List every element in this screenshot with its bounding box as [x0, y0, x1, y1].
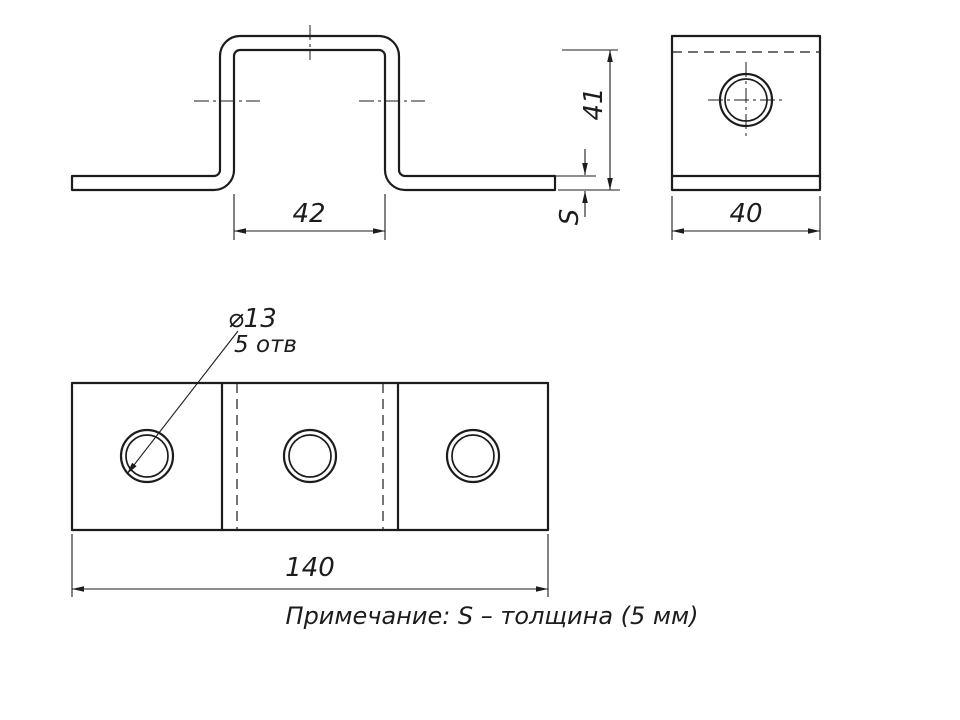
dimension-value: 42: [292, 199, 325, 229]
hole-outer-circle: [282, 428, 338, 484]
plan-view-outline: [70, 381, 550, 532]
hat-profile-outline: [70, 34, 557, 192]
dimension-thickness: S: [555, 149, 596, 225]
leader-line: [126, 330, 239, 475]
hole-diameter-label: ⌀13: [228, 304, 277, 334]
side-view-outline: [670, 34, 822, 192]
hole-inner-circle: [125, 434, 169, 478]
hole-right: [445, 428, 501, 484]
hole-outer-circle: [445, 428, 501, 484]
drawing-note: Примечание: S – толщина (5 мм): [286, 602, 699, 630]
dimension-value: 140: [285, 553, 335, 583]
dimension-length: 140: [71, 534, 549, 597]
dimension-value: 41: [579, 87, 609, 120]
hole-center: [282, 428, 338, 484]
plan-view: ⌀13 5 отв 140: [70, 304, 550, 597]
front-view: 42 41 S: [70, 25, 620, 240]
hole-inner-circle: [288, 434, 332, 478]
dimension-value: 40: [729, 199, 762, 229]
side-view: 40: [670, 34, 822, 240]
dimension-side-width: 40: [671, 196, 821, 240]
dimension-height: 41: [558, 49, 620, 191]
hole-left: [119, 428, 175, 484]
dimension-inner-width: 42: [233, 194, 386, 240]
hole-outer-circle: [119, 428, 175, 484]
dimension-value: S: [555, 209, 585, 226]
hole-count-label: 5 отв: [234, 332, 297, 358]
hole-callout: ⌀13 5 отв: [126, 304, 297, 475]
hole-inner-circle: [451, 434, 495, 478]
